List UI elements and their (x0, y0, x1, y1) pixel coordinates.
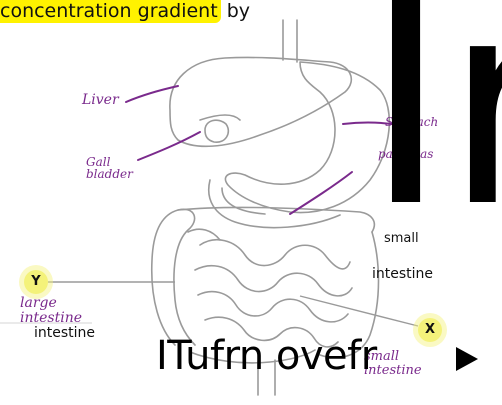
overlay-big-letters: Ir (362, 0, 502, 232)
overlay-caption: ITufrn ovefr (156, 336, 377, 376)
small-intestine-coil-2 (195, 266, 352, 296)
intestine-typed-label-right: intestine (372, 266, 433, 282)
duodenum-outline (209, 180, 340, 228)
liver-handwritten-label: Liver (82, 93, 119, 107)
marker-y: Y (24, 270, 48, 294)
small-typed-label: small (384, 231, 419, 246)
gall-bladder-outline (205, 120, 228, 142)
large-intestine-handwritten-label: large intestine (20, 296, 82, 325)
intestine-typed-label-left: intestine (34, 325, 95, 341)
gall-bladder-leader-line (138, 132, 200, 160)
duodenum-inner (222, 188, 265, 214)
oesophagus-outline (283, 20, 297, 62)
liver-inner-line (200, 115, 240, 120)
small-intestine-coil-1 (200, 240, 350, 269)
gall-bladder-handwritten-label: Gall bladder (86, 156, 133, 180)
marker-x: X (418, 318, 442, 342)
play-triangle-icon[interactable] (456, 347, 478, 371)
x-marker-line (300, 296, 418, 326)
ascending-colon-outline (152, 209, 195, 345)
big-letters-text: Ir (364, 0, 502, 232)
pancreas-leader-line (290, 172, 352, 214)
